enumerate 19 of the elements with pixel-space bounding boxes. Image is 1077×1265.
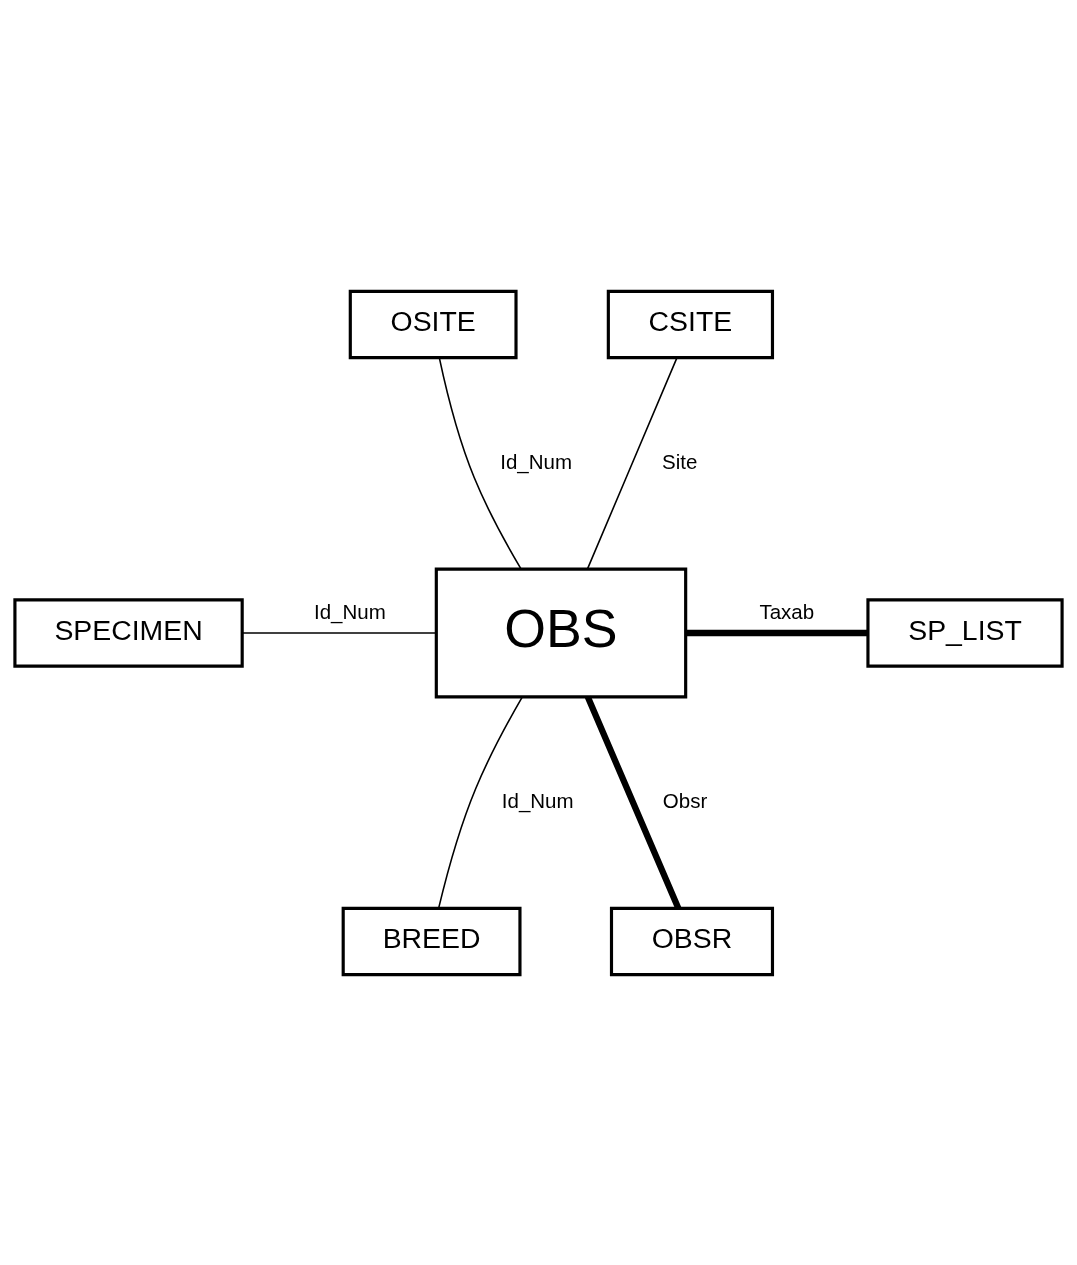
- node-box: OBS: [434, 567, 688, 698]
- node-box: OSITE: [348, 289, 518, 359]
- node-box: CSITE: [606, 289, 775, 359]
- connector: [586, 356, 678, 569]
- connector: [437, 696, 523, 909]
- connector: [241, 631, 438, 634]
- connector: [438, 356, 522, 570]
- node-box: BREED: [341, 906, 522, 976]
- connector: [584, 695, 682, 910]
- edge-label: Id_Num: [314, 599, 386, 623]
- edge-label: Site: [662, 449, 698, 473]
- node-box: SP_LIST: [866, 597, 1064, 668]
- edge-label: Id_Num: [501, 788, 574, 812]
- edge-label: Id_Num: [500, 449, 573, 473]
- edge-label: Taxab: [759, 599, 815, 623]
- edge-label: Obsr: [662, 788, 708, 812]
- node-box: OBSR: [609, 906, 775, 976]
- connector: [686, 629, 868, 636]
- node-box: SPECIMEN: [13, 597, 244, 668]
